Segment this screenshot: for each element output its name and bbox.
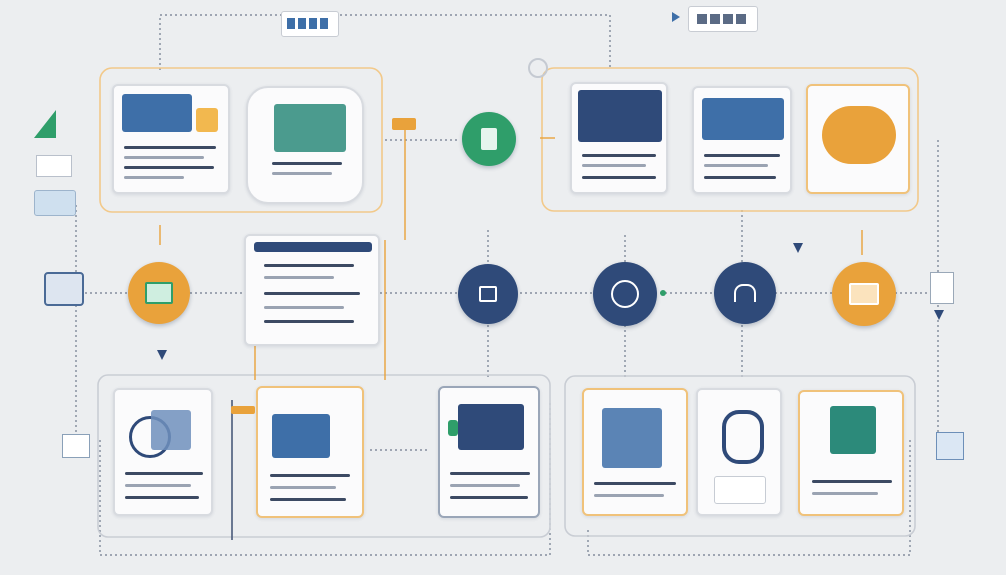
card-padlock [696,388,782,516]
stacked-documents-icon [274,104,346,152]
arrow-icon [793,243,803,253]
frame-bottom-left [97,374,551,538]
triangle-ruler-icon [34,110,56,138]
card-list [244,234,380,346]
home-icon [734,284,756,302]
connector-bottom-left [99,400,551,556]
cloud-folder-icon [822,106,896,164]
card-monitor [438,386,540,518]
chart-tile-icon [196,108,218,132]
server-box-icon [151,410,191,450]
arrow-icon [934,310,944,320]
arrow-icon [392,118,416,130]
card-house-shield [798,390,904,516]
node-document [462,112,516,166]
grid-card-icon [936,432,964,460]
play-triangle-icon [672,12,680,22]
card-icon [849,283,879,305]
browser-window-icon [702,98,784,140]
top-chip-right [688,6,758,32]
chip-bars-icon [697,14,747,24]
arrow-icon [660,290,666,296]
padlock-icon [722,410,764,464]
folder-stack-icon [34,190,76,216]
arrow-icon [231,406,255,414]
connector-top-left [159,14,611,70]
calculator-icon [62,434,90,458]
frame-top-right [541,67,919,212]
node-folder [128,262,190,324]
card-stacked-documents [246,86,364,204]
arrow-icon [157,350,167,360]
card-browser-2 [692,86,792,194]
small-window-icon [36,155,72,177]
card-globe-server [113,388,213,516]
top-chip-left [281,11,339,37]
chip-bars-icon [287,18,331,29]
node-card [832,262,896,326]
card-dashboard [112,84,230,194]
card-cloud-folder [806,84,910,194]
green-tab-icon [448,420,458,436]
node-fingerprint [593,262,657,326]
frame-bottom-right [564,375,916,537]
list-window-icon [254,242,372,252]
card-server-stack [256,386,364,518]
monitor-icon [458,404,524,450]
server-small-icon [930,272,954,304]
lock-icon [479,286,497,302]
server-stack-icon [272,414,330,458]
dashboard-window-icon [122,94,192,132]
key-slot-icon [714,476,766,504]
frame-top-left [99,67,383,213]
node-lock [458,264,518,324]
spinner-icon [528,58,548,78]
house-shield-icon [830,406,876,454]
document-icon [481,128,497,150]
fingerprint-shield-icon [611,280,639,308]
connector-bottom-right [587,440,911,556]
monitor-small-icon [44,272,84,306]
building-icon [602,408,662,468]
folder-icon [145,282,173,304]
node-home [714,262,776,324]
card-browser-1 [570,82,668,194]
card-building [582,388,688,516]
browser-window-icon [578,90,662,142]
